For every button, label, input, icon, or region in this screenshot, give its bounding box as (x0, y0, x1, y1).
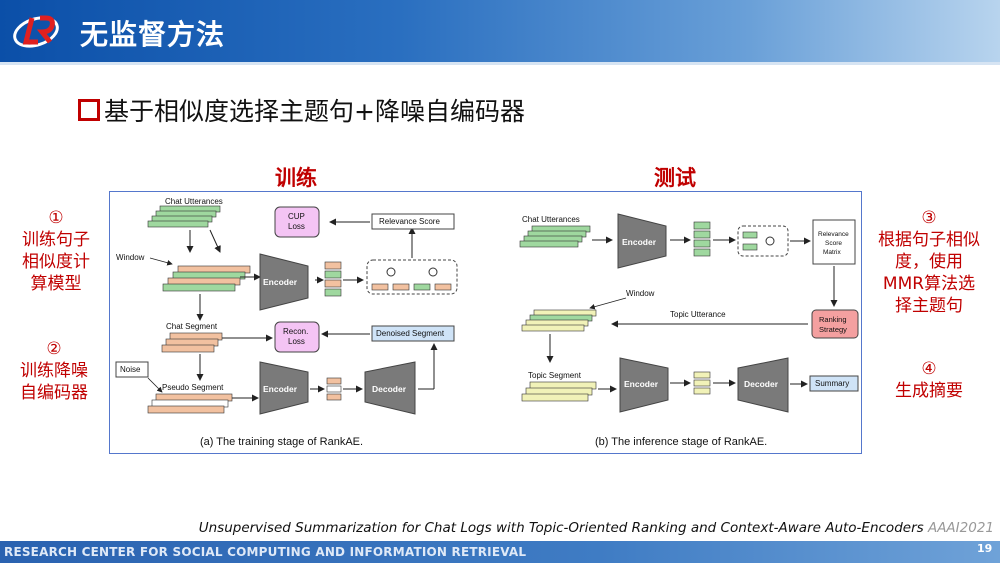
a-caption: (a) The training stage of RankAE. (200, 436, 363, 448)
note-4-number: ④ (921, 359, 937, 379)
paper-citation: Unsupervised Summarization for Chat Logs… (199, 520, 994, 536)
b-rel-matrix-line1: Relevance (818, 231, 849, 238)
a-denoised-segment-box (371, 325, 455, 342)
b-relevance-matrix-box (812, 219, 856, 265)
square-bullet-icon (78, 99, 100, 121)
a-chat-segment-label: Chat Segment (166, 322, 218, 331)
test-label: 测试 (654, 166, 696, 190)
rankae-figure: Chat Utterances Window Encoder Relevance… (109, 191, 862, 454)
note-step-4: ④ 生成摘要 (868, 358, 990, 402)
b-chat-utterance-stack (519, 225, 591, 248)
a-cup-loss-box (274, 206, 320, 238)
note-1-line2: 相似度计 (22, 252, 90, 272)
b-ranking-strategy-box (811, 309, 859, 339)
b-rel-matrix-line2: Score (825, 240, 842, 247)
b-caption: (b) The inference stage of RankAE. (595, 436, 767, 448)
footer-bar (0, 541, 1000, 563)
b-summary-box (809, 375, 859, 392)
note-3-number: ③ (921, 208, 937, 228)
b-latent-column (693, 371, 711, 395)
citation-venue: AAAI2021 (927, 520, 994, 536)
note-3-line1: 根据句子相似 (878, 230, 980, 250)
b-ranking-line2: Strategy (819, 325, 847, 334)
a-cup-loss-line2: Loss (288, 222, 305, 231)
page-number: 19 (977, 542, 993, 555)
a-decoder-label: Decoder (372, 384, 407, 394)
a-denoised-segment-label: Denoised Segment (376, 329, 445, 338)
note-2-line2: 自编码器 (20, 383, 88, 403)
note-1-line1: 训练句子 (22, 230, 90, 250)
b-summary-label: Summary (815, 379, 849, 388)
a-embedding-column (324, 261, 342, 297)
page-title: 无监督方法 (80, 18, 226, 51)
b-window-label: Window (626, 289, 655, 298)
note-3-line4: 择主题句 (895, 296, 963, 316)
note-2-line1: 训练降噪 (20, 361, 88, 381)
rankae-diagram: Chat Utterances Window Encoder Relevance… (115, 197, 859, 448)
b-embedding-column (693, 221, 711, 257)
footer-org-name: RESEARCH CENTER FOR SOCIAL COMPUTING AND… (4, 545, 527, 559)
b-relevance-cells (742, 231, 775, 251)
b-topic-segment-label: Topic Segment (528, 371, 582, 380)
citation-title: Unsupervised Summarization for Chat Logs… (198, 520, 924, 536)
a-recon-loss-line1: Recon. (283, 327, 308, 336)
note-1-number: ① (48, 208, 64, 228)
b-decoder-label: Decoder (744, 379, 779, 389)
train-label: 训练 (275, 166, 317, 190)
note-3-line2: 度，使用 (895, 252, 963, 272)
a-relevance-scorer (366, 259, 458, 295)
a-window-label: Window (116, 253, 145, 262)
a-noise-box (115, 361, 149, 378)
a-recon-loss-line2: Loss (288, 337, 305, 346)
a-chat-segment-stack (161, 332, 223, 353)
b-relevance-scorer (737, 225, 789, 257)
hit-scir-logo (13, 15, 59, 48)
a-latent-column (326, 377, 342, 401)
a-relevance-cells (371, 267, 452, 291)
subtitle-text: 基于相似度选择主题句+降噪自编码器 (104, 97, 525, 126)
a-cup-loss-line1: CUP (288, 212, 305, 221)
a-noise-label: Noise (120, 365, 141, 374)
note-2-number: ② (46, 339, 62, 359)
header-divider (0, 62, 1000, 65)
a-pseudo-segment-stack (147, 393, 233, 414)
b-topic-utterance-label: Topic Utterance (670, 310, 726, 319)
b-encoder-label: Encoder (622, 237, 657, 247)
a-chat-utterance-stack (147, 205, 221, 228)
note-step-1: ① 训练句子 相似度计 算模型 (10, 207, 102, 295)
b-ranking-line1: Ranking (819, 315, 847, 324)
note-4-line1: 生成摘要 (895, 381, 963, 401)
a-relevance-score-label: Relevance Score (379, 217, 440, 226)
b-encoder2-label: Encoder (624, 379, 659, 389)
slide-subtitle: 基于相似度选择主题句+降噪自编码器 (78, 92, 525, 128)
header-bar (0, 0, 1000, 62)
b-rel-matrix-line3: Matrix (823, 249, 841, 256)
a-window-stack (162, 265, 251, 292)
note-1-line3: 算模型 (30, 274, 82, 294)
a-pseudo-segment-label: Pseudo Segment (162, 383, 224, 392)
b-window-stack (521, 309, 597, 332)
a-encoder2-label: Encoder (263, 384, 298, 394)
note-step-2: ② 训练降噪 自编码器 (8, 338, 100, 404)
note-step-3: ③ 根据句子相似 度，使用 MMR算法选 择主题句 (868, 207, 990, 317)
a-encoder-label: Encoder (263, 277, 298, 287)
note-3-line3: MMR算法选 (882, 274, 976, 294)
a-chat-utterances-label: Chat Utterances (165, 197, 223, 206)
b-chat-utterances-label: Chat Utterances (522, 215, 580, 224)
b-topic-segment-stack (521, 381, 597, 402)
a-relevance-score-box (371, 213, 455, 230)
a-recon-loss-box (274, 321, 320, 353)
